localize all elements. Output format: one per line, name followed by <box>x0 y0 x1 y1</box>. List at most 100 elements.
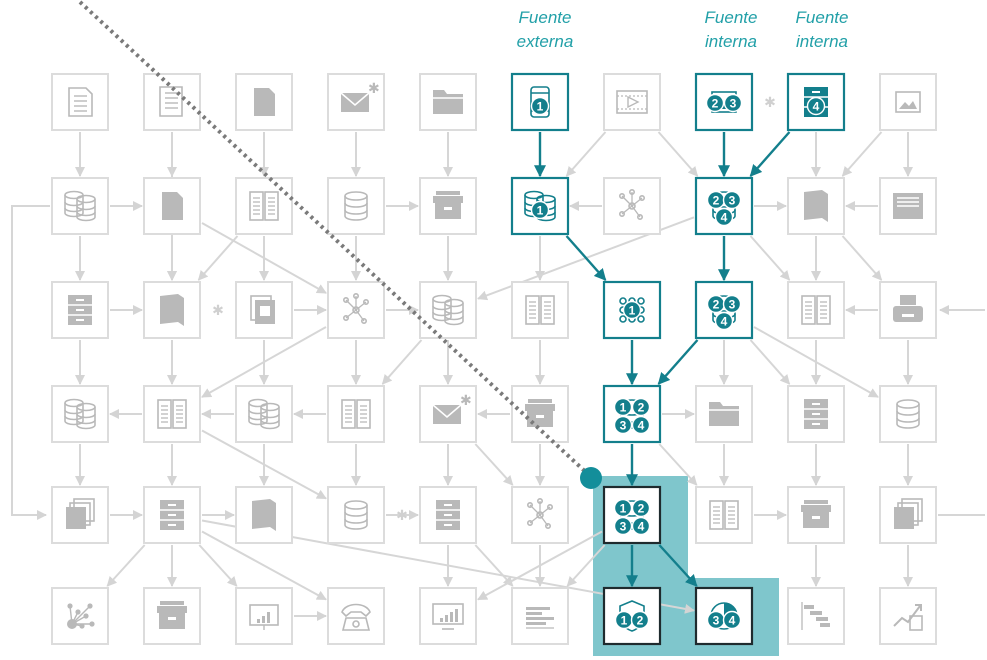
node-frame <box>235 486 293 544</box>
node-filing-cabinet[interactable]: 4 <box>786 72 846 132</box>
node-telephone[interactable] <box>327 587 385 645</box>
node-printer[interactable] <box>879 281 937 339</box>
node-databases[interactable] <box>235 385 293 443</box>
node-filing-cabinet[interactable] <box>787 385 845 443</box>
node-filing-cabinet[interactable] <box>51 281 109 339</box>
node-frame <box>511 281 569 339</box>
node-binders[interactable] <box>235 177 293 235</box>
connector-arrow <box>565 131 607 177</box>
connector-arrow <box>197 235 239 281</box>
node-filing-cabinet[interactable] <box>143 486 201 544</box>
node-binders[interactable] <box>143 385 201 443</box>
step-badge-label: 2 <box>713 194 720 208</box>
node-tree-network[interactable] <box>51 587 109 645</box>
node-network[interactable] <box>511 486 569 544</box>
node-trend-report[interactable] <box>879 587 937 645</box>
node-book[interactable] <box>235 486 293 544</box>
node-archive-box[interactable] <box>419 177 477 235</box>
connector-arrow <box>381 339 423 385</box>
step-badge: 2 <box>706 190 726 210</box>
node-mail[interactable]: ✱ <box>327 73 385 131</box>
node-form-document[interactable] <box>143 73 201 131</box>
step-badge: 1 <box>530 200 550 220</box>
cutoff-point[interactable] <box>580 467 602 489</box>
node-database[interactable] <box>879 385 937 443</box>
node-folder[interactable] <box>419 73 477 131</box>
node-binders[interactable] <box>327 385 385 443</box>
node-gantt-chart[interactable] <box>787 587 845 645</box>
node-presentation-chart[interactable] <box>235 587 293 645</box>
node-bar-lines[interactable] <box>511 587 569 645</box>
node-network[interactable] <box>327 281 385 339</box>
image-icon <box>895 91 921 113</box>
node-tray[interactable] <box>879 177 937 235</box>
node-binders[interactable] <box>511 281 569 339</box>
node-frame <box>327 385 385 443</box>
node-mail[interactable]: ✱ <box>419 385 477 443</box>
node-video[interactable] <box>603 73 661 131</box>
node-archive-box[interactable] <box>787 486 845 544</box>
node-image[interactable] <box>879 73 937 131</box>
source-label-line2: interna <box>796 32 848 51</box>
node-mobile-phone[interactable]: 1 <box>510 72 570 132</box>
step-badge: 3 <box>723 93 743 113</box>
copies-icon <box>894 498 923 529</box>
step-badge-label: 2 <box>638 502 645 516</box>
node-file[interactable] <box>143 177 201 235</box>
node-copies[interactable] <box>879 486 937 544</box>
form-document-icon <box>159 86 183 117</box>
node-network[interactable] <box>603 177 661 235</box>
node-dot-grid[interactable]: 1 <box>602 280 662 340</box>
step-badge-label: 4 <box>813 100 820 114</box>
node-database[interactable] <box>327 486 385 544</box>
node-filing-cabinet[interactable] <box>419 486 477 544</box>
join-star-icon: ✱ <box>396 508 408 524</box>
node-databases[interactable] <box>51 385 109 443</box>
node-photo-stack[interactable] <box>235 281 293 339</box>
connector-arrow <box>658 443 698 486</box>
node-frame <box>143 385 201 443</box>
node-binders[interactable] <box>787 281 845 339</box>
mail-icon: ✱ <box>340 81 380 112</box>
connector-arrow <box>753 326 879 398</box>
join-star-icon: ✱ <box>212 303 224 319</box>
lineage-arrow <box>657 339 699 385</box>
node-document[interactable] <box>51 73 109 131</box>
node-frame <box>879 587 937 645</box>
databases-icon <box>248 398 280 430</box>
node-folder[interactable] <box>695 385 753 443</box>
node-book[interactable] <box>143 281 201 339</box>
svg-text:✱: ✱ <box>368 81 380 97</box>
node-databases[interactable] <box>51 177 109 235</box>
network-icon <box>619 188 646 221</box>
node-archive-box[interactable] <box>143 587 201 645</box>
archive-box-icon <box>433 191 463 219</box>
connector-arrow <box>201 326 327 398</box>
node-database[interactable] <box>327 177 385 235</box>
node-copies[interactable] <box>51 486 109 544</box>
file-icon <box>254 88 275 116</box>
node-book[interactable] <box>787 177 845 235</box>
step-badge-label: 2 <box>713 298 720 312</box>
step-badge-label: 4 <box>721 315 728 329</box>
book-icon <box>252 499 276 531</box>
source-label-line2: interna <box>705 32 757 51</box>
node-file[interactable] <box>235 73 293 131</box>
node-databases[interactable]: 1 <box>510 176 570 236</box>
node-binders[interactable] <box>695 486 753 544</box>
step-badge-label: 4 <box>721 211 728 225</box>
step-badge-label: 2 <box>638 401 645 415</box>
node-monitor-chart[interactable] <box>419 587 477 645</box>
bar-lines-icon <box>526 607 554 629</box>
node-databases[interactable] <box>419 281 477 339</box>
presentation-chart-icon <box>249 604 279 630</box>
connector-arrow <box>841 131 883 177</box>
